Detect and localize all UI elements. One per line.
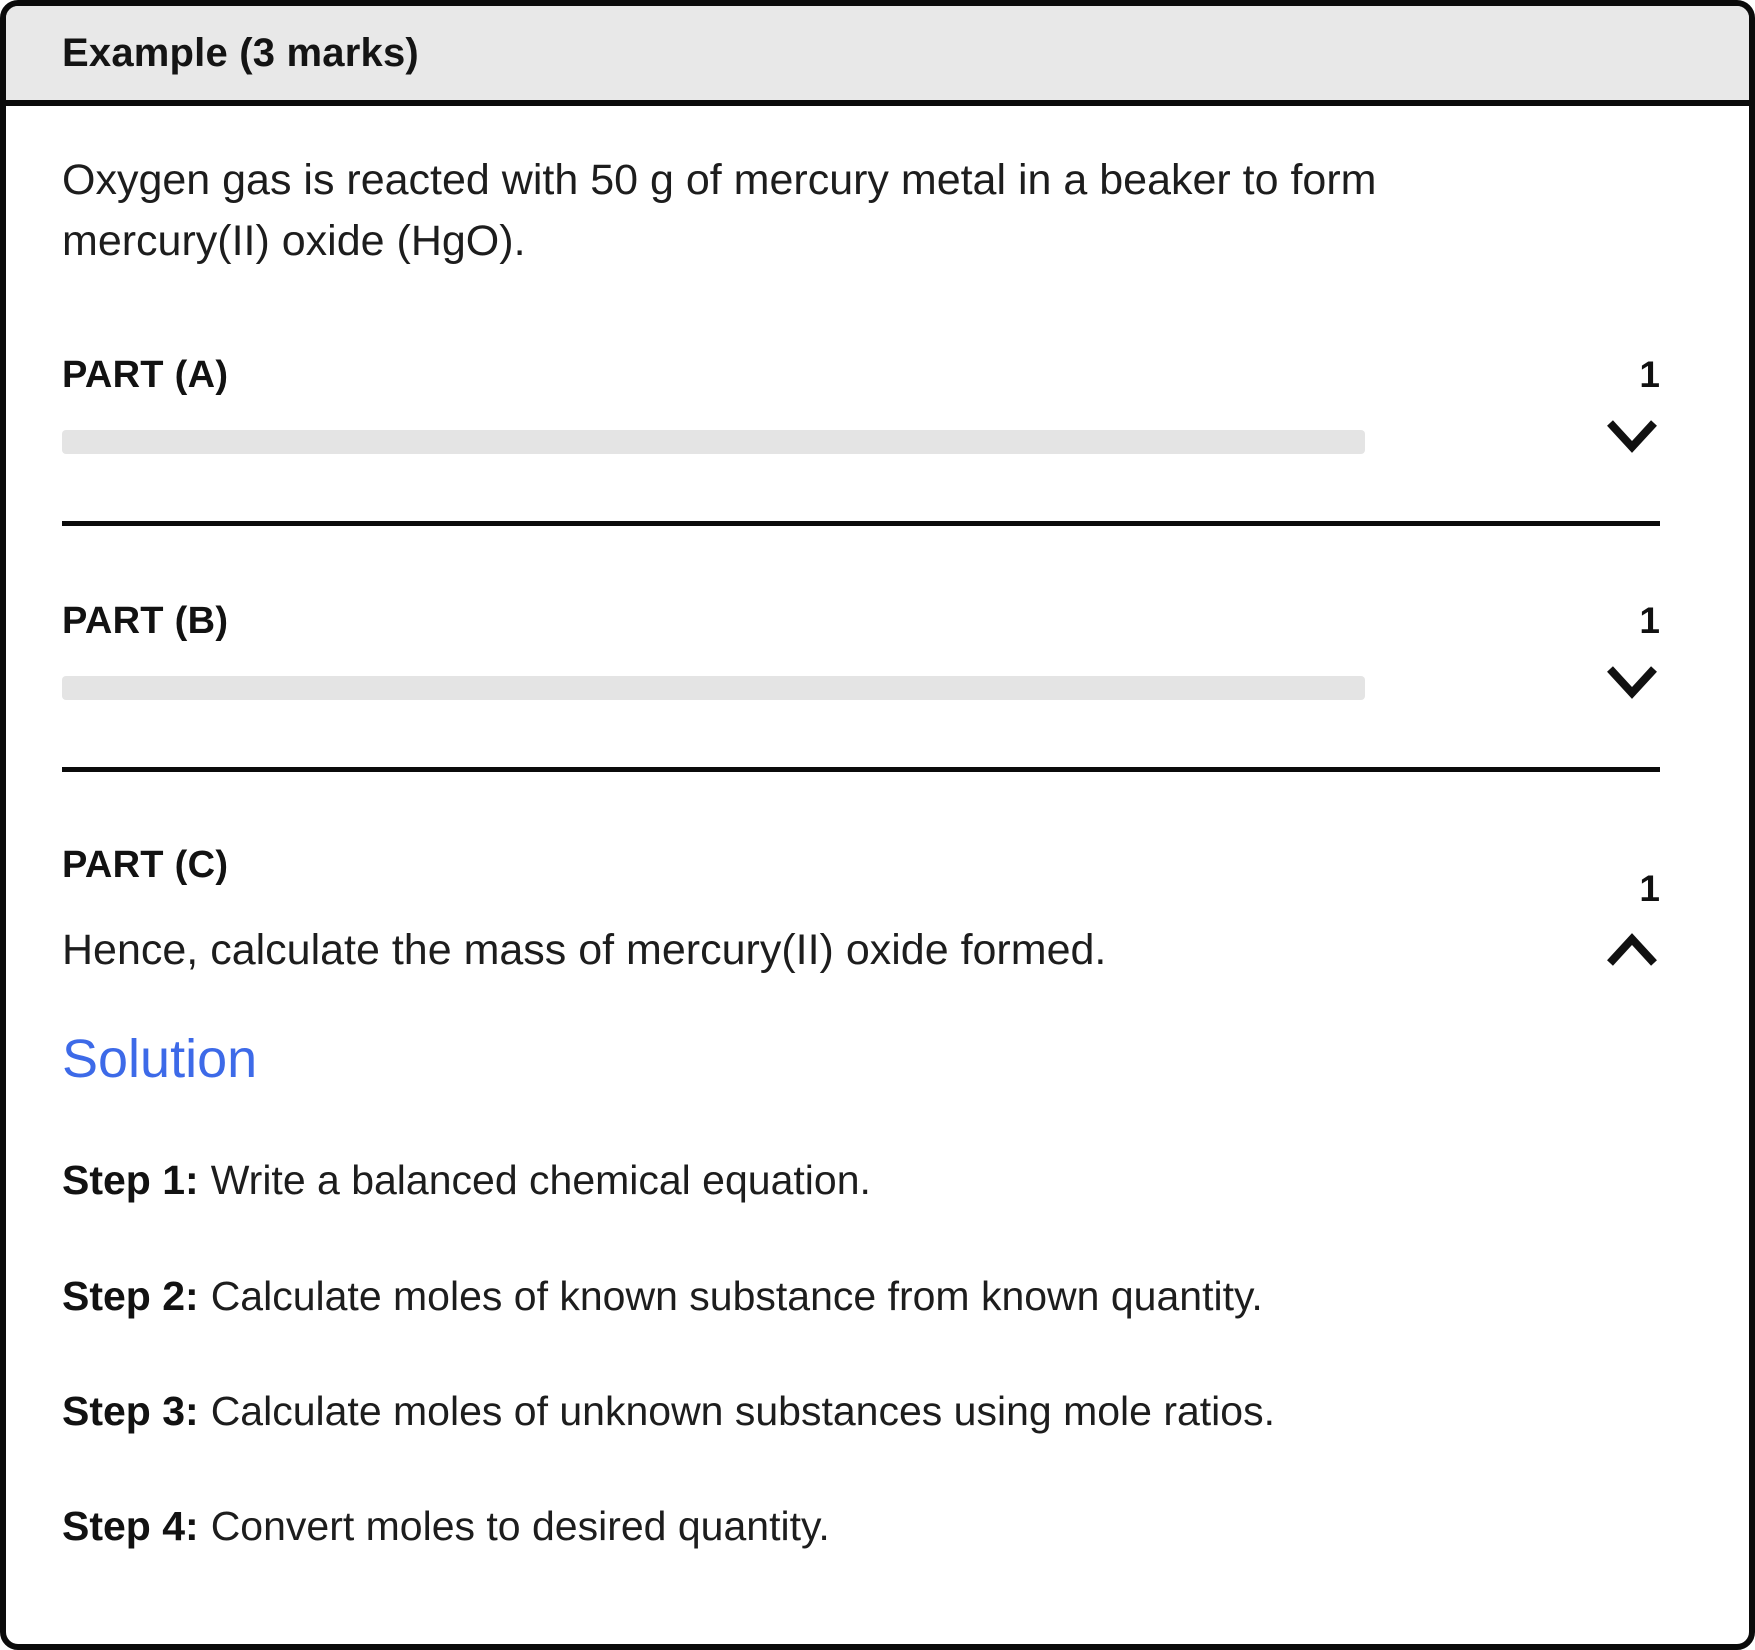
step-4-label: Step 4: [62,1502,199,1549]
step-2-label: Step 2: [62,1272,199,1319]
part-c-row[interactable]: PART (C) Hence, calculate the mass of me… [62,844,1660,977]
part-c-marks-badge: 1 [1639,867,1660,909]
card-title: Example (3 marks) [62,30,419,75]
part-b-content: PART (B) [62,600,1604,700]
part-c-content: PART (C) Hence, calculate the mass of me… [62,844,1604,977]
part-b-side: 1 [1604,600,1660,703]
part-c-side: 1 [1604,844,1660,969]
part-c-question-text: Hence, calculate the mass of mercury(II)… [62,925,1107,974]
part-b-expand-button[interactable] [1604,661,1660,703]
part-a-row[interactable]: PART (A) 1 [62,354,1660,457]
question-text: Oxygen gas is reacted with 50 g of mercu… [62,156,1377,266]
part-a-skeleton-placeholder [62,430,1365,455]
part-a-expand-button[interactable] [1604,415,1660,457]
solution-step-4: Step 4:Convert moles to desired quantity… [62,1502,1660,1551]
solution-step-1: Step 1:Write a balanced chemical equatio… [62,1156,1660,1205]
step-3-text: Calculate moles of unknown substances us… [210,1387,1275,1434]
part-b-row[interactable]: PART (B) 1 [62,600,1660,703]
divider [62,766,1660,772]
part-b-label: PART (B) [62,599,229,642]
divider [62,520,1660,526]
solution-step-3: Step 3:Calculate moles of unknown substa… [62,1387,1660,1436]
part-b-marks-badge: 1 [1639,599,1660,641]
card-body: Oxygen gas is reacted with 50 g of mercu… [6,150,1749,1551]
step-4-text: Convert moles to desired quantity. [210,1502,830,1549]
part-a-label: PART (A) [62,354,229,397]
step-1-label: Step 1: [62,1157,199,1204]
step-2-text: Calculate moles of known substance from … [210,1272,1263,1319]
card-header: Example (3 marks) [6,6,1749,106]
chevron-up-icon [1604,932,1660,972]
chevron-down-icon [1604,666,1660,706]
part-b-skeleton-placeholder [62,675,1365,700]
part-a-marks-badge: 1 [1639,354,1660,396]
solution-heading: Solution [62,1029,258,1090]
solution-step-2: Step 2:Calculate moles of known substanc… [62,1272,1660,1321]
part-a-content: PART (A) [62,354,1604,455]
part-c-collapse-button[interactable] [1604,929,1660,969]
part-a-side: 1 [1604,354,1660,457]
part-c-label: PART (C) [62,843,229,886]
step-3-label: Step 3: [62,1387,199,1434]
chevron-down-icon [1604,420,1660,460]
step-1-text: Write a balanced chemical equation. [210,1157,871,1204]
